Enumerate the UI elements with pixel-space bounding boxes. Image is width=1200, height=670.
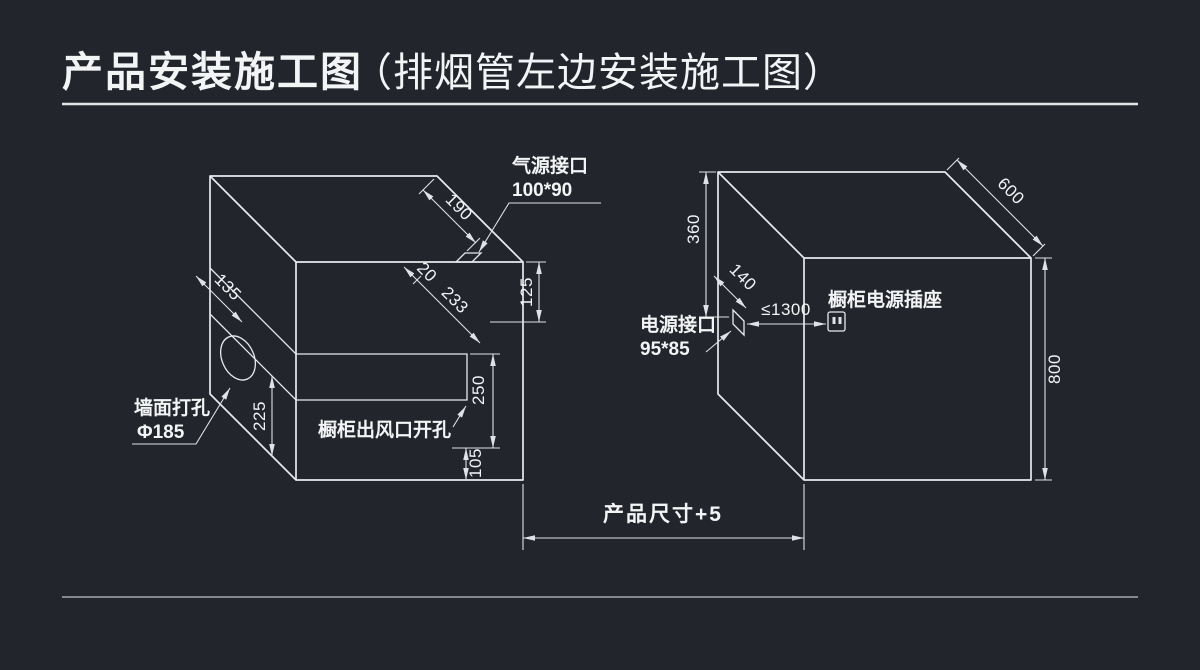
dim-105-value: 105 <box>466 448 485 478</box>
wall-hole-label-1: 墙面打孔 <box>134 396 210 419</box>
gas-port-callout: 气源接口 100*90 <box>478 154 601 253</box>
dim-140-value: 140 <box>726 260 761 295</box>
dim-140: 140 <box>713 260 761 309</box>
right-cabinet-outline <box>717 171 1032 481</box>
dim-233-value: 233 <box>438 283 473 318</box>
left-cabinet: 190 20 233 135 225 125 250 <box>132 154 601 481</box>
dim-135: 135 <box>195 270 246 323</box>
page-title: 产品安装施工图 <box>62 49 363 95</box>
dim-190-ext <box>418 178 481 252</box>
dim-600-line <box>956 159 1044 247</box>
product-width-dimension: 产品尺寸+5 <box>522 484 805 550</box>
dim-125: 125 <box>490 261 546 323</box>
outlet-callout: 橱柜出风口开孔 <box>317 405 467 441</box>
dim-600-ext <box>946 157 1046 257</box>
dim-800: 800 <box>1035 257 1064 481</box>
dim-600: 600 <box>946 157 1046 257</box>
power-port-callout: 电源接口 95*85 <box>640 313 732 360</box>
gas-port-label-2: 100*90 <box>512 180 572 201</box>
socket-pin-right <box>838 317 842 324</box>
dim-1300-value: ≤1300 <box>761 300 811 319</box>
dim-20-233: 20 233 <box>403 258 481 344</box>
dim-125-value: 125 <box>517 277 536 307</box>
page-subtitle: （排烟管左边安装施工图） <box>352 51 844 95</box>
power-port-label-1: 电源接口 <box>640 313 716 336</box>
power-port-label-2: 95*85 <box>640 339 690 360</box>
dim-140-line <box>713 275 747 309</box>
socket-callout: 橱柜电源插座 <box>827 288 942 332</box>
socket-icon <box>827 311 846 332</box>
dim-125-ext <box>490 261 546 323</box>
wall-hole-ellipse <box>219 335 257 381</box>
dim-190: 190 <box>418 178 481 252</box>
dim-600-value: 600 <box>994 174 1029 209</box>
power-port-shape <box>732 308 745 337</box>
wall-hole-label-2: Φ185 <box>137 422 185 443</box>
wall-hole-callout: 墙面打孔 Φ185 <box>132 387 231 445</box>
socket-label: 橱柜电源插座 <box>827 288 942 311</box>
dim-225-value: 225 <box>250 401 269 431</box>
dim-250: 250 <box>452 353 500 449</box>
left-cabinet-outline <box>209 175 524 481</box>
dim-360: 360 <box>684 171 729 318</box>
dim-360-ext <box>699 171 729 318</box>
dim-190-value: 190 <box>442 190 477 225</box>
gas-port-label-1: 气源接口 <box>511 154 588 177</box>
gas-port-leader <box>478 202 601 253</box>
dim-1300: ≤1300 <box>747 300 826 327</box>
dim-20-233-tick <box>412 275 422 285</box>
dim-190-line <box>422 189 477 244</box>
dim-225: 225 <box>250 376 275 456</box>
dim-360-value: 360 <box>684 214 703 244</box>
dim-135-value: 135 <box>211 270 246 305</box>
outlet-band <box>209 267 468 401</box>
right-cabinet: 360 140 电源接口 95*85 ≤1300 橱柜电源插座 <box>640 157 1064 481</box>
product-width-value: 产品尺寸+5 <box>603 502 723 526</box>
power-port-leader <box>705 330 732 353</box>
wall-hole-leader <box>132 387 231 445</box>
outlet-leader <box>452 405 467 428</box>
socket-pin-left <box>832 317 836 324</box>
dim-800-value: 800 <box>1045 354 1064 384</box>
dim-250-value: 250 <box>469 375 488 405</box>
outlet-label: 橱柜出风口开孔 <box>317 418 451 441</box>
title-block: 产品安装施工图 （排烟管左边安装施工图） <box>62 49 1138 106</box>
dim-105: 105 <box>463 448 485 480</box>
dim-135-line <box>195 275 243 323</box>
gas-port-shape <box>454 252 483 263</box>
